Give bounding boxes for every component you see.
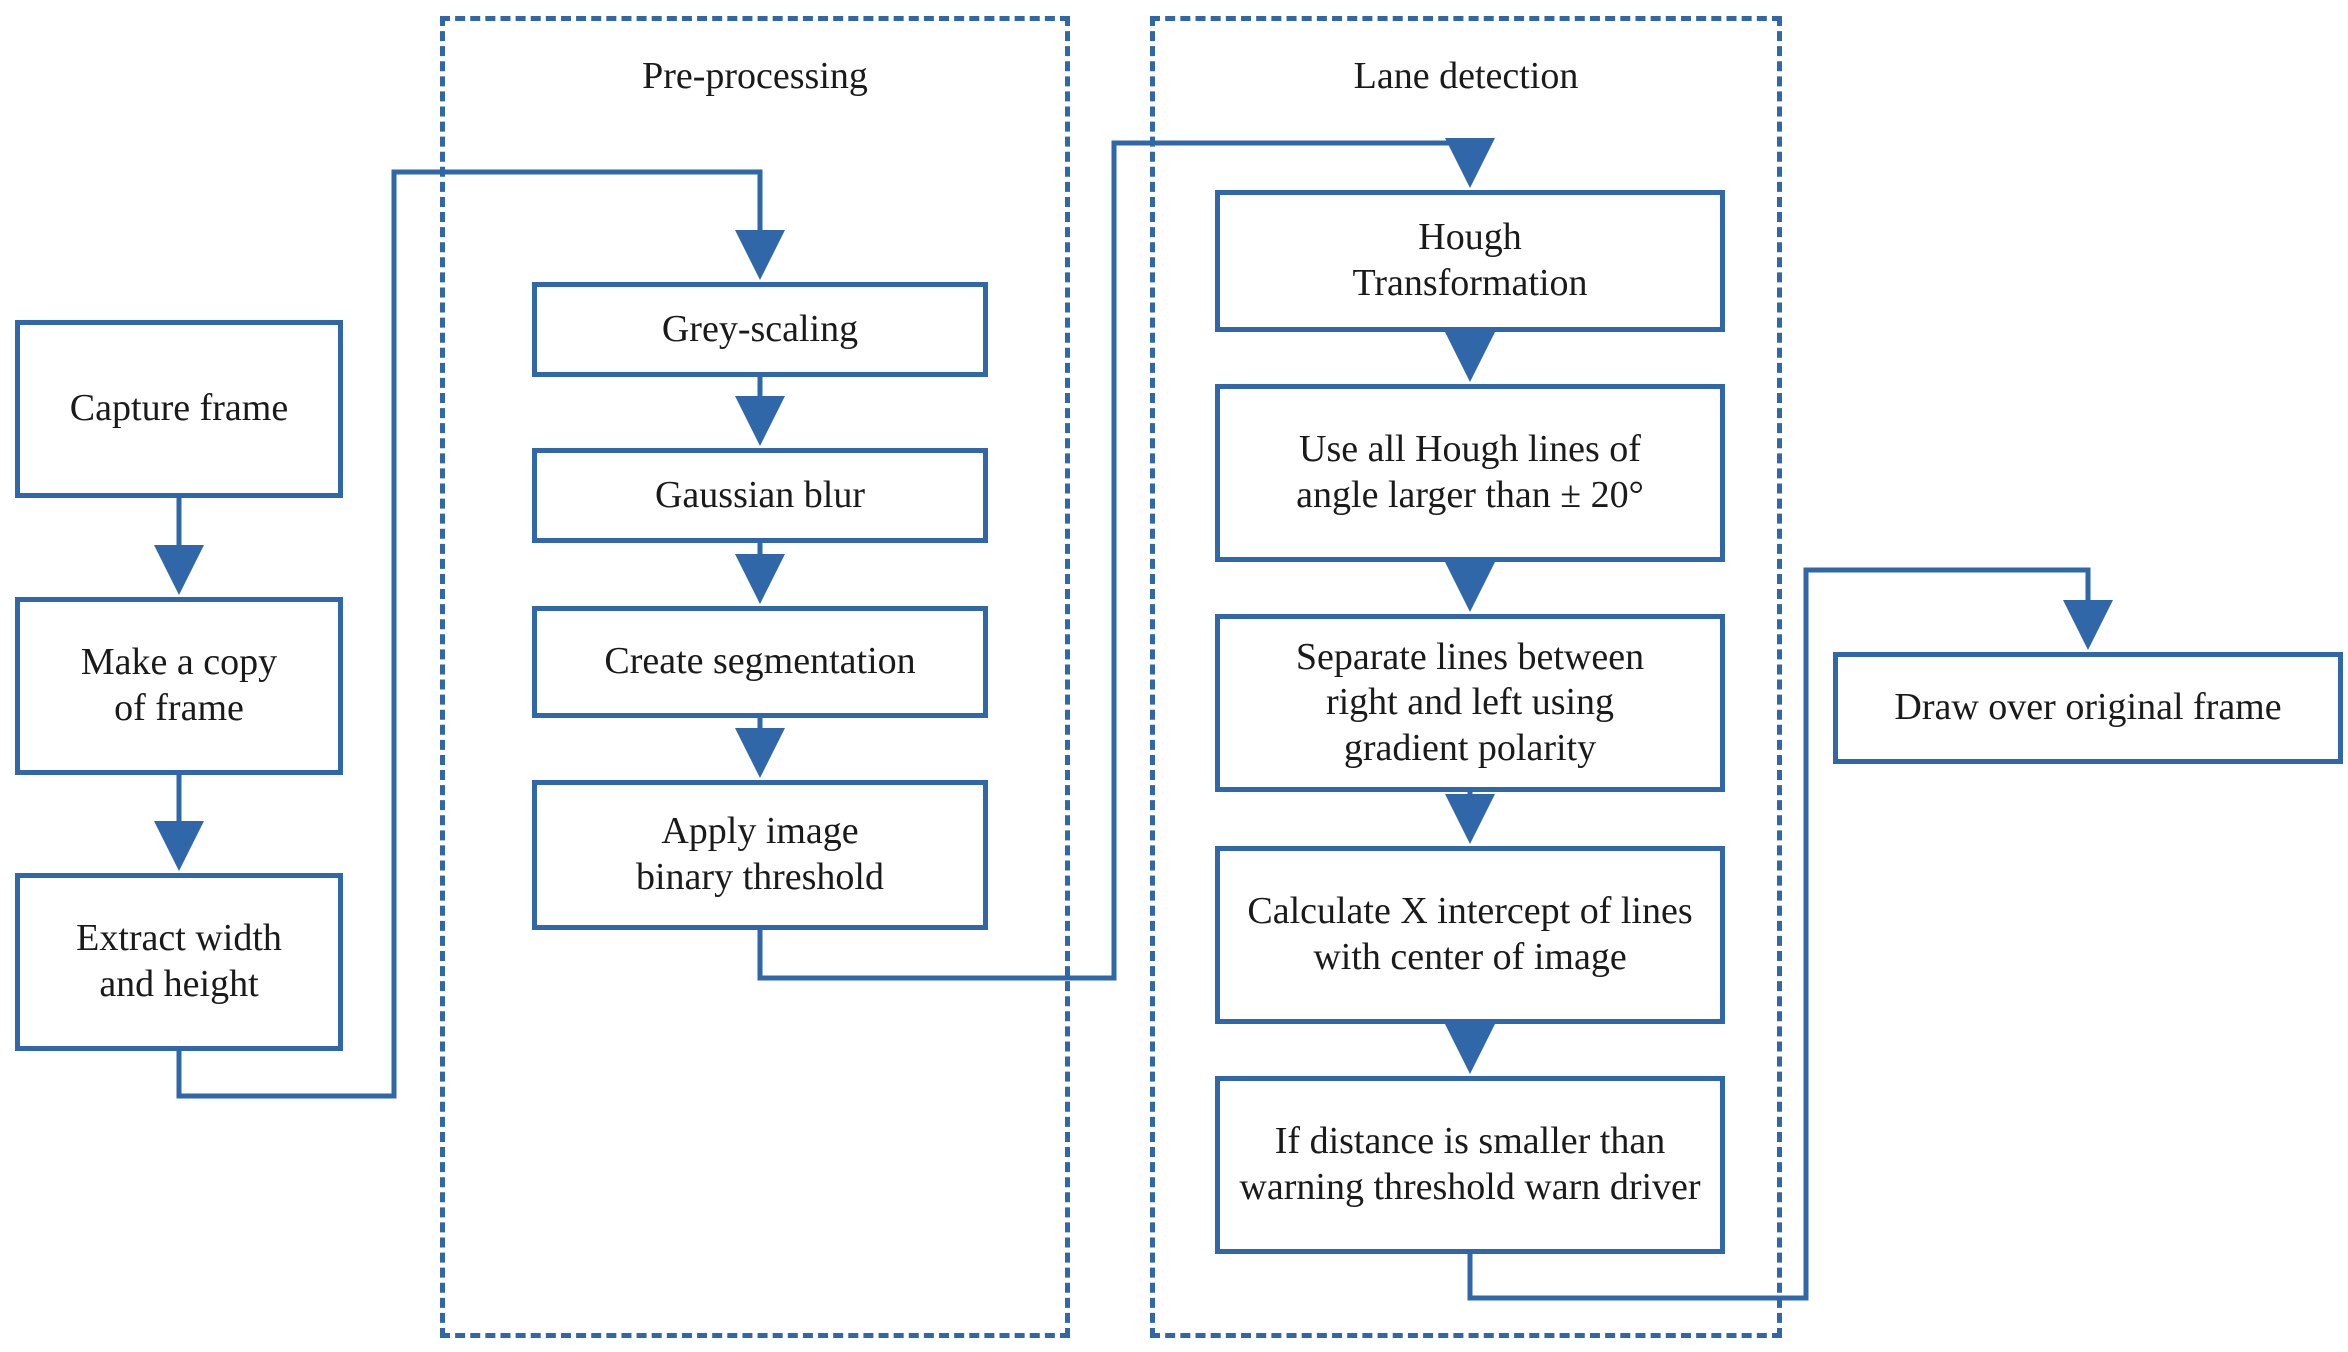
binary-threshold-box: Apply image binary threshold [532,780,988,930]
x-intercept-box: Calculate X intercept of lines with cent… [1215,846,1725,1024]
create-segmentation-box: Create segmentation [532,606,988,718]
hough-transform-box: Hough Transformation [1215,190,1725,332]
hough-lines-box: Use all Hough lines of angle larger than… [1215,384,1725,562]
preprocessing-group-title: Pre-processing [642,55,868,97]
gaussian-blur-box: Gaussian blur [532,448,988,543]
grey-scaling-box: Grey-scaling [532,282,988,377]
lane-detection-group-title: Lane detection [1353,55,1579,97]
warn-driver-box: If distance is smaller than warning thre… [1215,1076,1725,1254]
capture-frame-box: Capture frame [15,320,343,498]
extract-size-box: Extract width and height [15,873,343,1051]
draw-frame-box: Draw over original frame [1833,652,2343,764]
make-copy-box: Make a copy of frame [15,597,343,775]
separate-lines-box: Separate lines between right and left us… [1215,614,1725,792]
